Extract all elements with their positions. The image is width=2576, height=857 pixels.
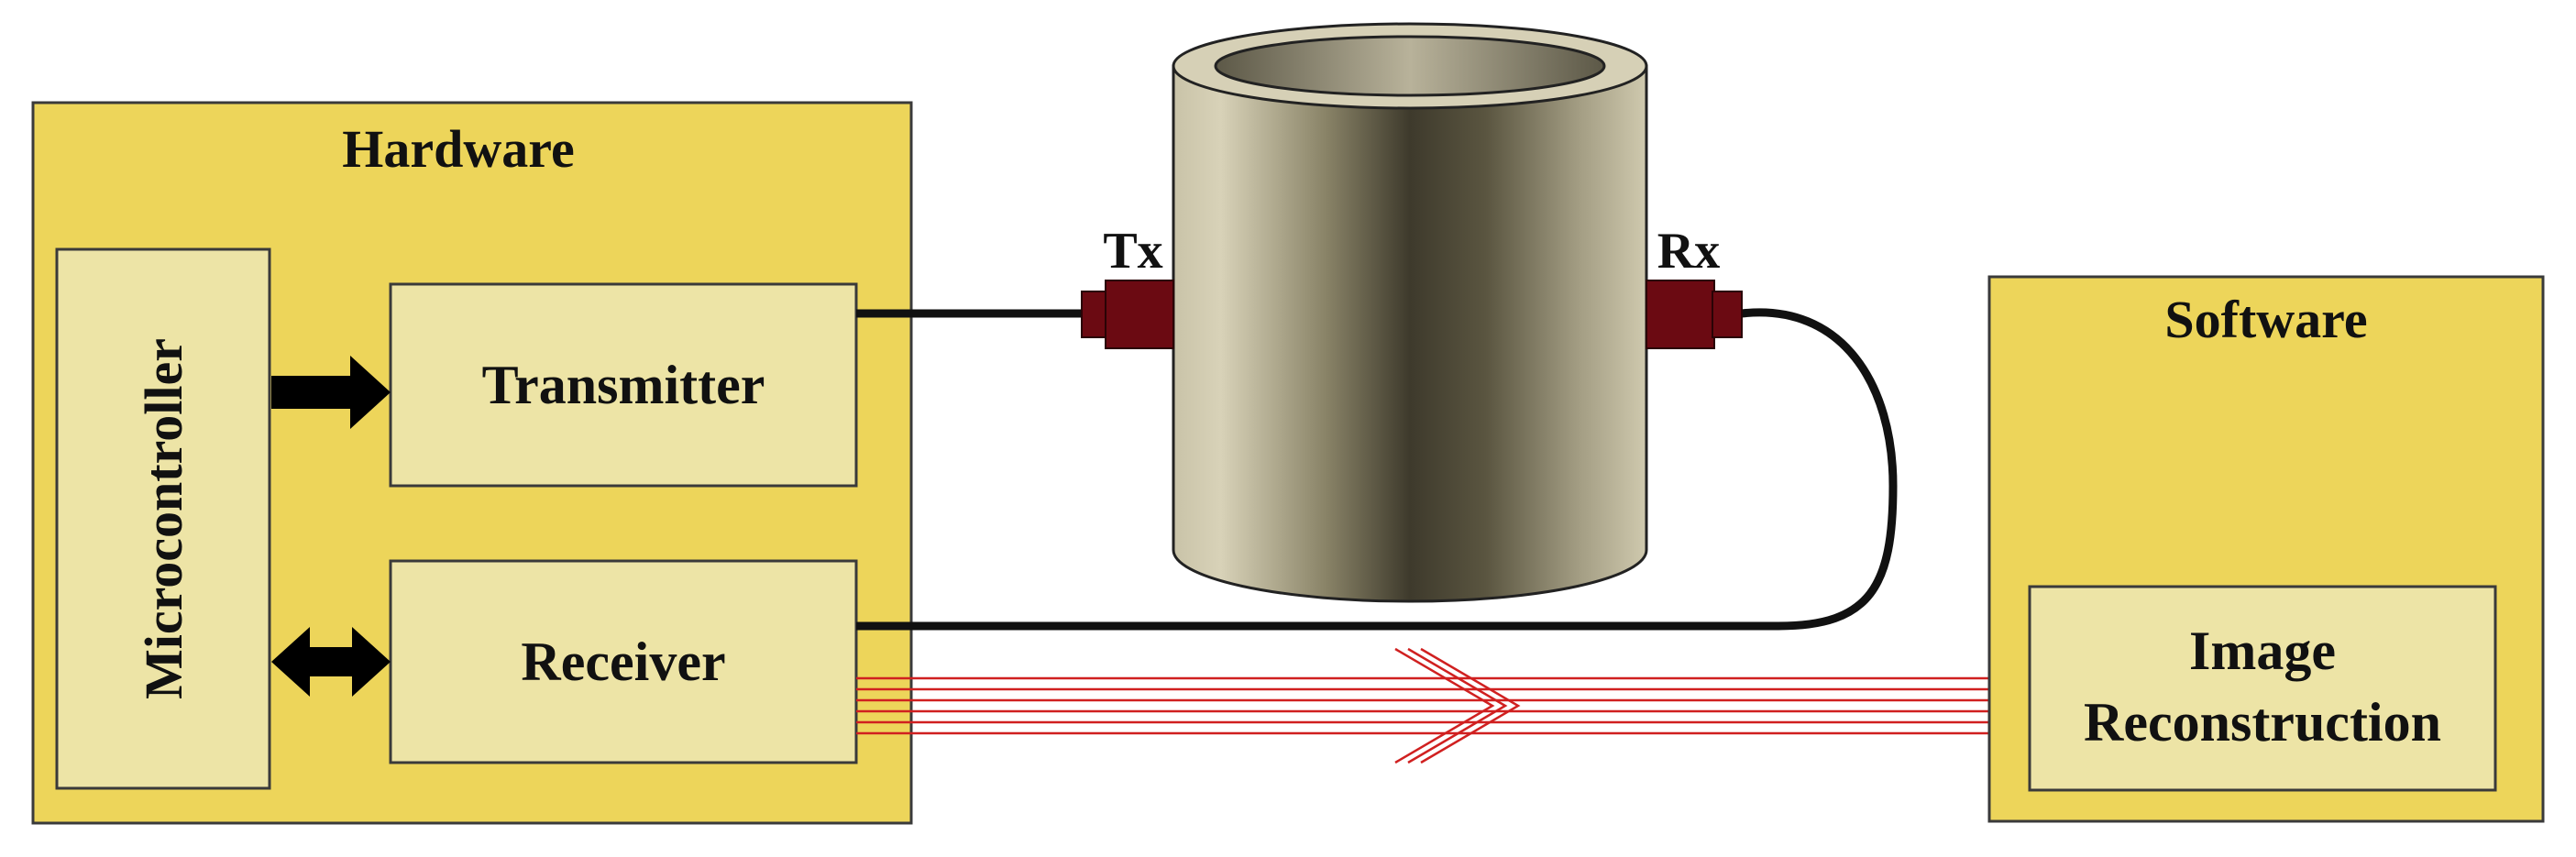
- data-flow-chevron: [1394, 647, 1521, 764]
- transmitter-label: Transmitter: [482, 355, 765, 415]
- rx-connector: [1646, 280, 1743, 349]
- software-title: Software: [2164, 290, 2367, 349]
- receiver-label: Receiver: [521, 632, 725, 692]
- rx-label: Rx: [1657, 223, 1720, 280]
- receive-cable: [856, 308, 1898, 631]
- image-reconstruction-line1: Image: [2189, 621, 2336, 681]
- image-reconstruction-line2: Reconstruction: [2084, 692, 2441, 753]
- cylinder-bore: [1214, 35, 1606, 97]
- data-bus-lines: [856, 676, 2030, 735]
- mcu-receiver-double-arrow: [271, 627, 391, 697]
- tx-label: Tx: [1103, 223, 1162, 280]
- microcontroller-box: Microcontroller: [55, 247, 271, 790]
- sensor-cylinder: [1172, 22, 1648, 603]
- mcu-to-transmitter-arrow: [271, 356, 391, 429]
- hardware-title: Hardware: [342, 119, 574, 179]
- microcontroller-label: Microcontroller: [134, 338, 193, 699]
- receiver-box: Receiver: [389, 559, 858, 764]
- image-reconstruction-box: Image Reconstruction: [2028, 585, 2497, 792]
- tx-connector: [1081, 280, 1174, 349]
- transmitter-box: Transmitter: [389, 282, 858, 488]
